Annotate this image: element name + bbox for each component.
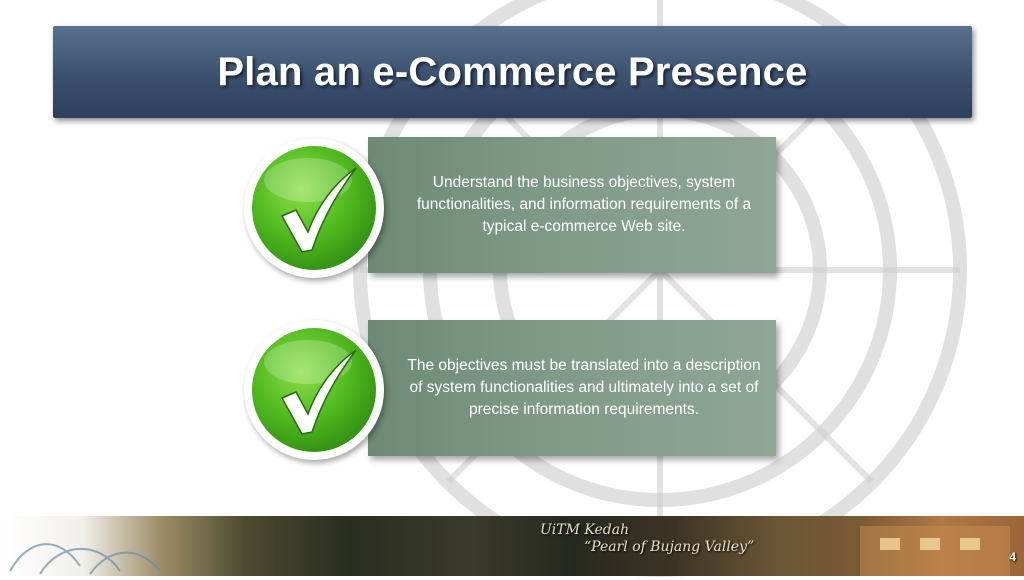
footer-line-2: “Pearl of Bujang Valley” [584, 539, 755, 555]
footer-decoration [9, 526, 1010, 576]
footer-caption: UiTM Kedah “Pearl of Bujang Valley” [540, 522, 754, 556]
footer-banner: UiTM Kedah “Pearl of Bujang Valley” [0, 516, 1024, 576]
objective-card-2: The objectives must be translated into a… [368, 320, 776, 456]
checkmark-icon [244, 320, 384, 460]
objective-card-1: Understand the business objectives, syst… [368, 137, 776, 273]
slide-title: Plan an e-Commerce Presence [217, 49, 808, 94]
objective-text-1: Understand the business objectives, syst… [416, 174, 752, 235]
objective-text-2: The objectives must be translated into a… [407, 357, 761, 418]
page-number: 4 [1009, 550, 1016, 564]
title-bar: Plan an e-Commerce Presence [53, 26, 972, 118]
checkmark-icon [244, 138, 384, 278]
footer-line-1: UiTM Kedah [540, 522, 630, 538]
